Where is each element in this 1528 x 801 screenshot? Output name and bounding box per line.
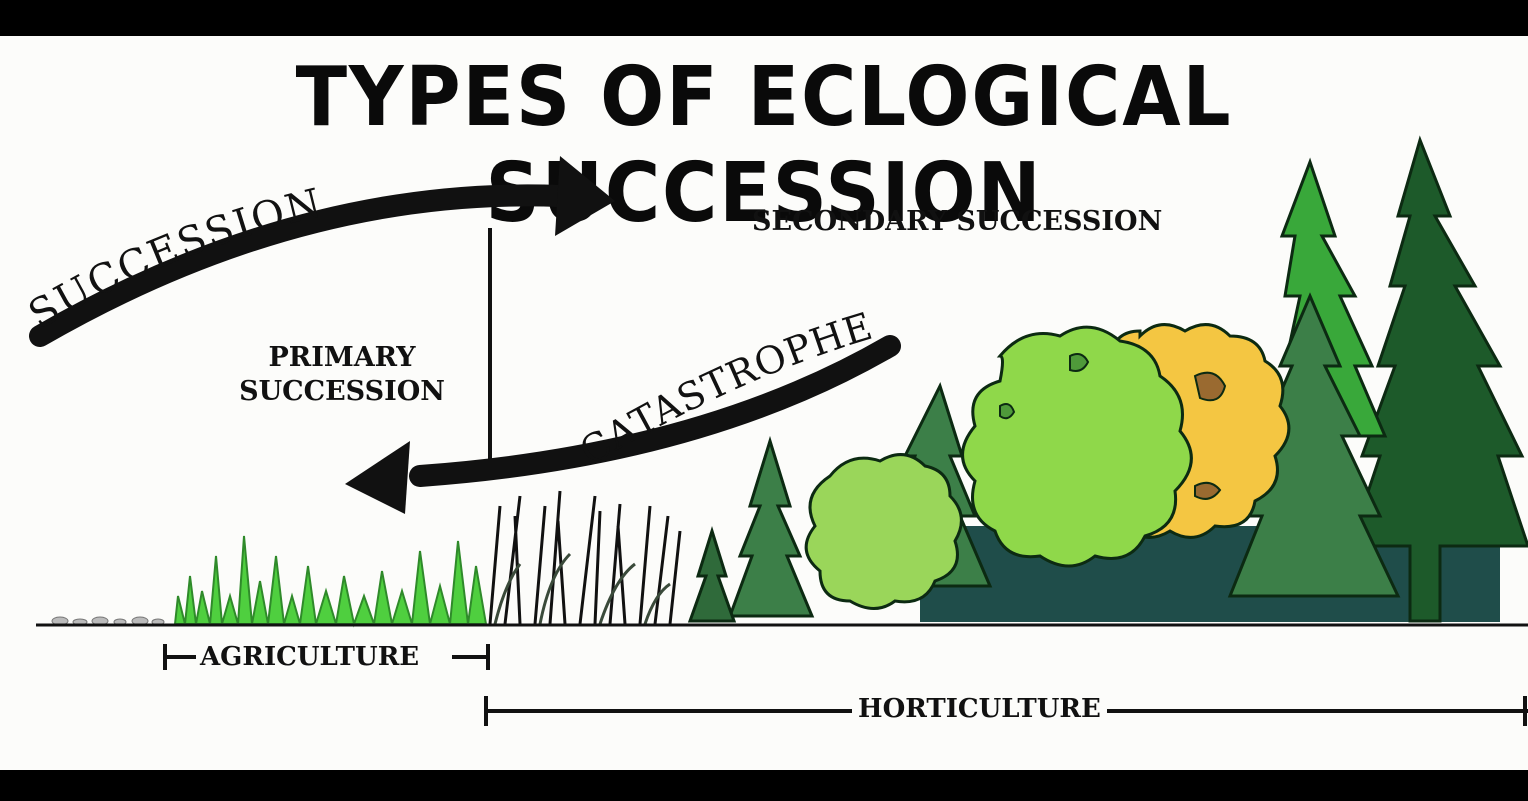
succession-arrowhead [555,156,615,236]
leaf-spot [1193,371,1227,402]
succession-label: SUCCESSION [21,180,327,339]
diagram-title: TYPES OF ECLOGICAL SUCCESSION [295,50,1233,241]
catastrophe-arrowhead [345,441,410,514]
secondary-succession-label: SECONDARY SUCCESSION [752,206,1163,237]
agriculture-label: AGRICULTURE [200,642,420,672]
catastrophe-label: CATASTROPHE [572,304,878,474]
agriculture-bracket [163,644,490,670]
deciduous-tree-small [804,453,963,610]
diagram-panel: TYPES OF ECLOGICAL SUCCESSION [0,36,1528,770]
deciduous-tree-lime [961,325,1193,568]
shrub-zone [488,490,682,625]
catastrophe-arrow [409,335,901,487]
horticulture-label: HORTICULTURE [852,694,1107,724]
succession-illustration: SUCCESSION CATASTROPHE [21,135,1528,726]
grass-zone [173,535,488,628]
leaf-spot [1069,353,1090,372]
leaf-spot [1194,481,1222,500]
primary-line-2: SUCCESSION [239,376,445,407]
pine-tree-small [727,435,815,618]
pine-tree-dark-tall [1347,135,1528,623]
pine-tree-tiny [687,525,737,623]
primary-line-1: PRIMARY [268,342,416,373]
leaf-spot [999,403,1016,420]
primary-succession-label: PRIMARY SUCCESSION [222,341,462,409]
bottom-black-bar [0,770,1528,801]
succession-arrow [29,184,571,347]
forest-group [687,135,1528,623]
top-black-bar [0,0,1528,36]
